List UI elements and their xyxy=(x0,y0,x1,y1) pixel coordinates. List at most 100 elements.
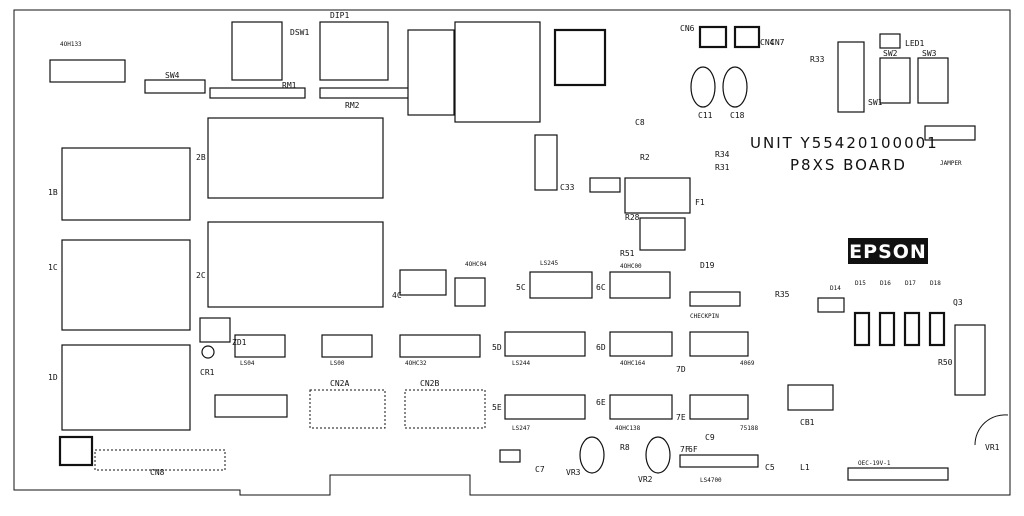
label-cn2b: CN2B xyxy=(420,379,439,388)
ic-6e-chip xyxy=(609,394,673,420)
checkpin-label: CHECKPIN xyxy=(690,313,719,320)
label-hc138: 4OHC138 xyxy=(615,425,641,432)
model-code: OEC-19V-1 xyxy=(858,460,891,467)
label-rm2: RM2 xyxy=(345,101,360,110)
label-c11: C11 xyxy=(698,111,713,120)
label-cn2a: CN2A xyxy=(330,379,349,388)
led1 xyxy=(879,33,901,49)
label-sw3: SW3 xyxy=(922,49,937,58)
c33-chip xyxy=(534,134,558,191)
ic-4c-chip xyxy=(399,269,447,296)
label-ic-7f: 7F xyxy=(680,445,690,454)
ic-7e-chip xyxy=(689,394,749,420)
ic-5c-chip xyxy=(529,271,593,299)
label-r34: R34 xyxy=(715,150,730,159)
resistor-row-top xyxy=(407,29,455,116)
ic-7f-chip xyxy=(679,454,759,468)
label-c33: C33 xyxy=(560,183,575,192)
checkpin-block xyxy=(689,291,741,307)
label-sw2: SW2 xyxy=(883,49,898,58)
cn8-connector xyxy=(94,449,226,471)
label-dsw1: DSW1 xyxy=(290,28,309,37)
label-rm1: RM1 xyxy=(282,81,297,90)
label-ic-5c: 5C xyxy=(516,283,526,292)
jumper-label: JAMPER xyxy=(940,160,962,167)
label-led1: LED1 xyxy=(905,39,924,48)
ic-1d-dip xyxy=(61,344,191,431)
ic-6d-chip xyxy=(609,331,673,357)
label-ic-6e: 6E xyxy=(596,398,606,407)
label-ls245: LS245 xyxy=(540,260,558,267)
rm1-resistor-network xyxy=(209,87,306,99)
label-dip1: DIP1 xyxy=(330,11,349,20)
label-ic-1c: 1C xyxy=(48,263,58,272)
jumper-pins xyxy=(924,125,976,141)
bottom-connector-strip xyxy=(847,467,949,481)
label-d18: D18 xyxy=(930,280,941,287)
label-ls00: LS00 xyxy=(330,360,345,367)
label-d15: D15 xyxy=(855,280,866,287)
label-zd1: ZD1 xyxy=(232,338,247,347)
label-cb1: CB1 xyxy=(800,418,815,427)
label-ic-7d: 7D xyxy=(676,365,686,374)
cn4-connector xyxy=(58,435,94,467)
board-outline xyxy=(13,9,1011,496)
sw3-switch xyxy=(917,57,949,104)
label-hc164: 4OHC164 xyxy=(620,360,646,367)
label-ic-1d: 1D xyxy=(48,373,58,382)
dsw1-switch xyxy=(319,21,389,81)
label-cn8: CN8 xyxy=(150,468,165,477)
label-ic-2b: 2B xyxy=(196,153,206,162)
label-r28: R28 xyxy=(625,213,640,222)
label-q3: Q3 xyxy=(953,298,963,307)
ic-ls04 xyxy=(234,334,286,358)
label-ic-4c: 4C xyxy=(392,291,402,300)
label-r33: R33 xyxy=(810,55,825,64)
brand-logo: EPSON xyxy=(849,241,927,263)
sw4-switch xyxy=(144,79,206,94)
label-ls04: LS04 xyxy=(240,360,255,367)
label-hc133: 4OH133 xyxy=(60,41,82,48)
ic-1b-dip xyxy=(61,147,191,221)
vr1-arc xyxy=(974,414,1009,446)
r50-block xyxy=(954,324,986,396)
label-4069: 4069 xyxy=(740,360,755,367)
label-ic-6f: 6F xyxy=(688,445,698,454)
label-vr2: VR2 xyxy=(638,475,653,484)
label-r51: R51 xyxy=(620,249,635,258)
unit-label: UNIT Y55420100001 xyxy=(750,134,939,152)
label-c8: C8 xyxy=(635,118,645,127)
label-vr1: VR1 xyxy=(985,443,1000,452)
label-cr1: CR1 xyxy=(200,368,215,377)
small-parts xyxy=(199,177,845,474)
ic-2b-dip xyxy=(207,117,384,199)
label-75188: 75188 xyxy=(740,425,758,432)
label-ic-7e: 7E xyxy=(676,413,686,422)
dip1-socket xyxy=(231,21,283,81)
label-c9: C9 xyxy=(705,433,715,442)
label-ic-6c: 6C xyxy=(596,283,606,292)
label-vr3: VR3 xyxy=(566,468,581,477)
f1-chip xyxy=(624,177,691,214)
label-ic-6d: 6D xyxy=(596,343,606,352)
label-cn7: CN7 xyxy=(770,38,785,47)
ic-hc32 xyxy=(399,334,481,358)
label-sw4: SW4 xyxy=(165,71,180,80)
cpu-chip xyxy=(553,28,607,87)
cn4-top-connector xyxy=(733,25,761,49)
ic-5d-chip xyxy=(504,331,586,357)
label-hc04: 4OHC04 xyxy=(465,261,487,268)
label-ls4700: LS4700 xyxy=(700,477,722,484)
label-r2: R2 xyxy=(640,153,650,162)
label-r31: R31 xyxy=(715,163,730,172)
rm2-resistor-network xyxy=(319,87,416,99)
label-hc00: 4OHC00 xyxy=(620,263,642,270)
label-hc32: 4OHC32 xyxy=(405,360,427,367)
c18-capacitor xyxy=(722,66,748,108)
ic-2c-dip xyxy=(207,221,384,308)
connector-top-left xyxy=(49,59,126,83)
sw2-switch xyxy=(879,57,911,104)
label-d17: D17 xyxy=(905,280,916,287)
brand-badge xyxy=(848,238,928,264)
